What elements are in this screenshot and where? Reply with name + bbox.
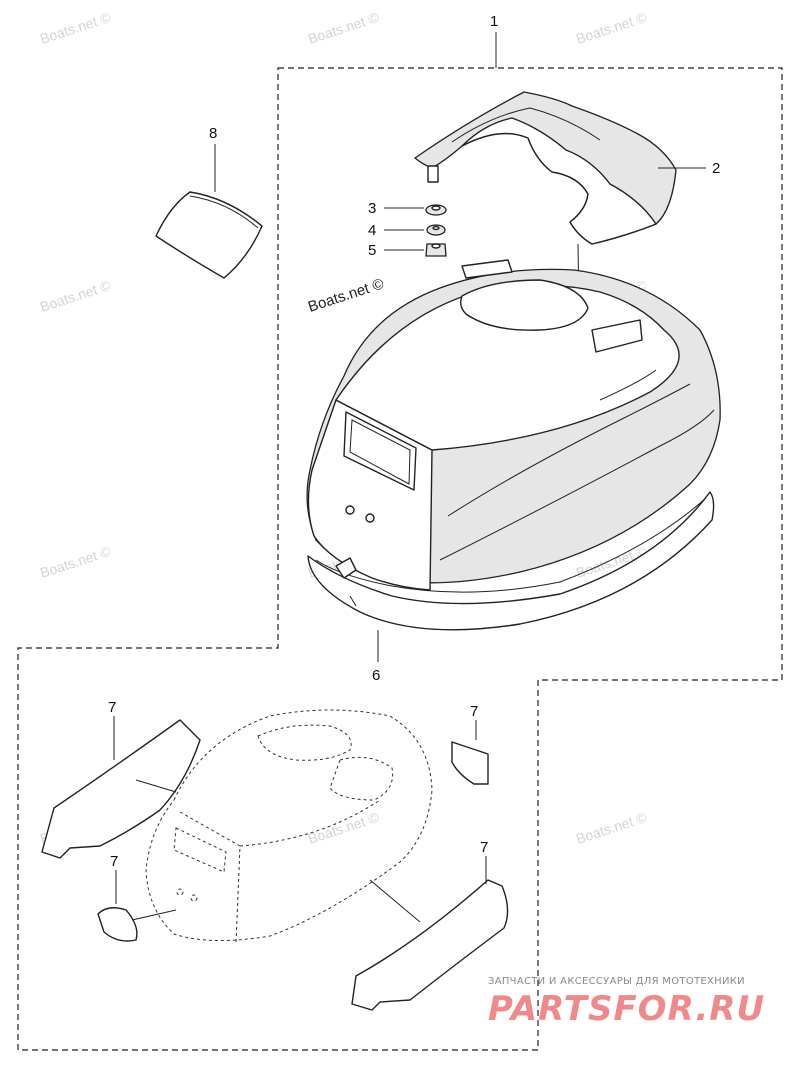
parts-3-4-5-hardware: 3 4 5 bbox=[368, 200, 447, 259]
watermark: Boats.net © bbox=[38, 543, 113, 581]
brand-logo-text: PARTSFOR.RU bbox=[488, 989, 765, 1029]
callout-7a: 7 bbox=[108, 699, 116, 716]
callout-3: 3 bbox=[368, 200, 376, 217]
callout-6: 6 bbox=[372, 667, 380, 684]
assembly-boundary bbox=[17, 67, 783, 1051]
watermark: Boats.net © bbox=[574, 809, 649, 847]
callout-5: 5 bbox=[368, 242, 376, 259]
watermark: Boats.net © bbox=[38, 277, 113, 315]
watermark-center: Boats.net © bbox=[306, 275, 386, 315]
callout-8: 8 bbox=[209, 125, 217, 142]
part-2-upper-cover: 2 bbox=[413, 91, 720, 381]
callout-7d: 7 bbox=[480, 839, 488, 856]
watermark: Boats.net © bbox=[38, 9, 113, 47]
brand-subtitle: ЗАПЧАСТИ И АКСЕССУАРЫ ДЛЯ МОТОТЕХНИКИ bbox=[488, 976, 745, 987]
watermark: Boats.net © bbox=[306, 809, 381, 847]
watermark: Boats.net © bbox=[574, 9, 649, 47]
watermark: Boats.net © bbox=[306, 9, 381, 47]
callout-7c: 7 bbox=[110, 853, 118, 870]
decal-view: 7 7 7 7 bbox=[41, 699, 509, 1011]
callout-2: 2 bbox=[712, 160, 720, 177]
partsfor-logo: ЗАПЧАСТИ И АКСЕССУАРЫ ДЛЯ МОТОТЕХНИКИ PA… bbox=[488, 976, 765, 1029]
callout-1: 1 bbox=[490, 13, 498, 30]
callout-4: 4 bbox=[368, 222, 376, 239]
callout-7b: 7 bbox=[470, 703, 478, 720]
engine-cowling-upper: 6 bbox=[306, 259, 721, 684]
part-8-pad: 8 bbox=[155, 125, 263, 279]
